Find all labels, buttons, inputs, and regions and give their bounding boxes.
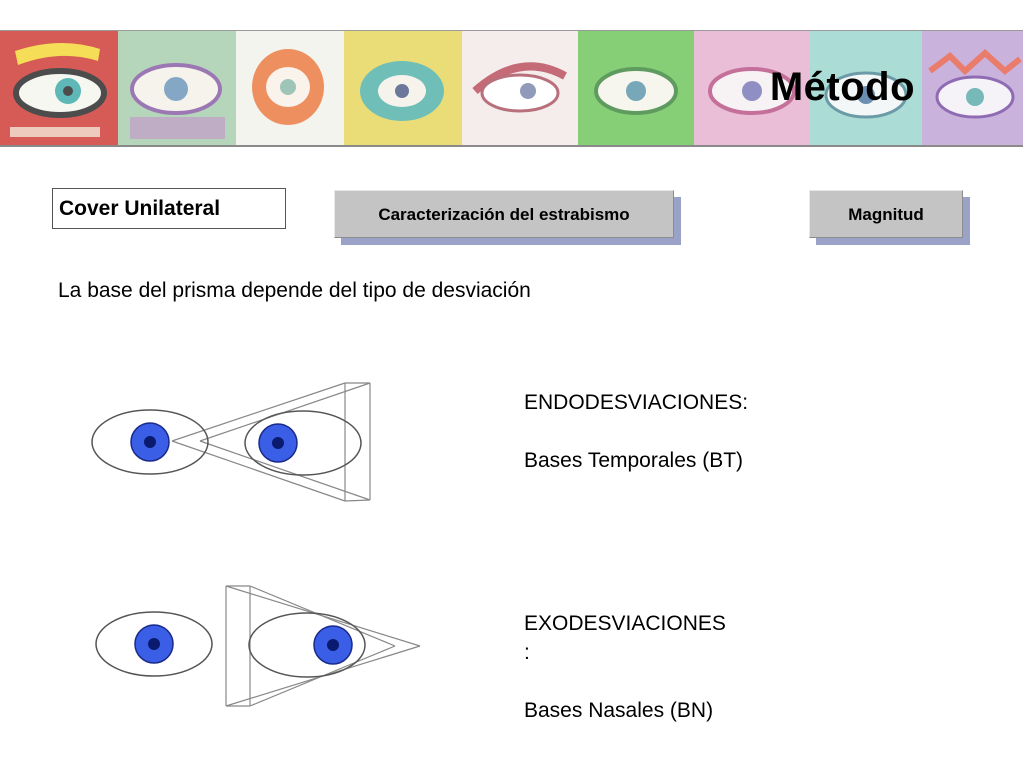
exo-heading-colon: : bbox=[524, 641, 530, 664]
endo-bases: Bases Temporales (BT) bbox=[524, 449, 744, 472]
banner-eyes-artwork bbox=[0, 31, 1023, 145]
exo-right-eye bbox=[248, 612, 366, 678]
subtitle-text: La base del prisma depende del tipo de d… bbox=[58, 279, 531, 302]
characterization-button[interactable]: Caracterización del estrabismo bbox=[334, 190, 674, 238]
magnitude-button[interactable]: Magnitud bbox=[809, 190, 963, 238]
endo-heading: ENDODESVIACIONES: bbox=[524, 391, 749, 414]
endo-right-eye bbox=[244, 410, 362, 476]
endo-left-eye bbox=[91, 409, 209, 475]
section-label-box: Cover Unilateral bbox=[52, 188, 286, 229]
exo-left-eye bbox=[95, 611, 213, 677]
endo-diagram bbox=[171, 382, 371, 502]
exo-heading: EXODESVIACIONES bbox=[524, 612, 726, 635]
exo-bases: Bases Nasales (BN) bbox=[524, 699, 714, 722]
header-banner: Método bbox=[0, 30, 1023, 147]
page-title: Método bbox=[769, 65, 915, 109]
